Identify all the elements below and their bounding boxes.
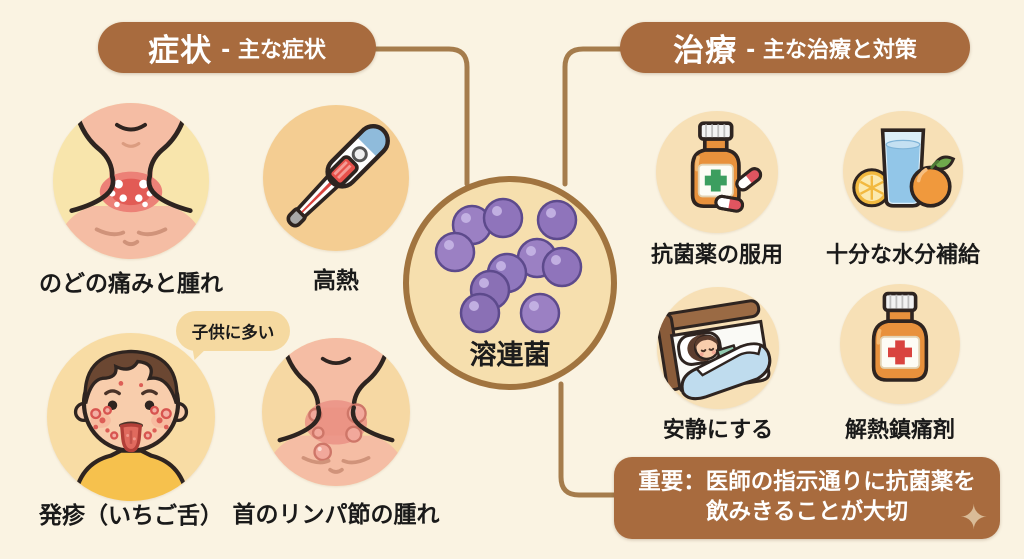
lymph-circle (262, 338, 410, 486)
important-note: 重要：医師の指示通りに抗菌薬を 飲みきることが大切 ✦ (614, 457, 1000, 539)
rash-circle (47, 333, 215, 501)
thermometer-icon (286, 124, 390, 228)
symptom-card-rash: 発疹（いちご舌） (21, 333, 241, 530)
symptom-label: 高熱 (313, 268, 359, 294)
child-rash-icon (72, 349, 190, 501)
connector-symptoms (371, 46, 470, 187)
bacteria-icon (434, 197, 583, 334)
rest-circle (657, 287, 779, 409)
symptoms-banner: 症状 - 主な症状 (98, 22, 376, 73)
connector-treatments (562, 46, 625, 187)
treatment-label: 解熱鎮痛剤 (844, 418, 955, 443)
symptoms-banner-subtitle: - 主な症状 (221, 37, 326, 63)
fever-medicine-icon (871, 291, 929, 382)
sore-throat-circle (53, 103, 209, 259)
symptom-label: 発疹（いちご舌） (39, 503, 223, 529)
treatment-card-fever-medicine: 解熱鎮痛剤 (800, 284, 1000, 444)
symptom-label: のどの痛みと腫れ (39, 271, 223, 297)
sparkle-icon: ✦ (959, 498, 989, 538)
treatments-banner-subtitle: - 主な治療と対策 (746, 37, 917, 63)
treatments-banner: 治療 - 主な治療と対策 (620, 22, 970, 73)
hydration-icon (852, 128, 956, 208)
fever-circle (263, 105, 409, 251)
treatment-card-antibiotics: 抗菌薬の服用 (617, 111, 817, 269)
speech-bubble: 子供に多い (176, 311, 290, 351)
treatment-card-rest: 安静にする (618, 287, 818, 444)
connector-note (558, 381, 619, 498)
center-label: 溶連菌 (469, 340, 551, 371)
speech-bubble-text: 子供に多い (191, 323, 275, 342)
treatment-label: 安静にする (662, 418, 774, 443)
symptom-label: 首のリンパ節の腫れ (232, 502, 440, 528)
note-line-2: 飲みきることが大切 (705, 499, 909, 525)
symptom-card-fever: 高熱 (226, 105, 446, 295)
antibiotics-circle (656, 111, 778, 233)
treatment-label: 十分な水分補給 (825, 243, 980, 268)
treatment-card-hydration: 十分な水分補給 (797, 111, 1009, 269)
fever-medicine-circle (840, 284, 960, 404)
symptom-card-sore-throat: のどの痛みと腫れ (21, 103, 241, 298)
center-bacteria-circle: 溶連菌 (403, 176, 617, 390)
hydration-circle (843, 111, 963, 231)
sore-throat-icon (53, 103, 209, 259)
antibiotic-bottle-icon (690, 121, 763, 213)
symptom-card-lymph: 首のリンパ節の腫れ (226, 338, 446, 529)
symptoms-banner-title: 症状 (148, 33, 213, 69)
note-line-1: 重要：医師の指示通りに抗菌薬を (638, 469, 976, 496)
lymph-node-icon (262, 338, 410, 486)
treatment-label: 抗菌薬の服用 (650, 243, 783, 268)
treatments-banner-title: 治療 (673, 33, 738, 69)
rest-bed-icon (657, 299, 772, 401)
